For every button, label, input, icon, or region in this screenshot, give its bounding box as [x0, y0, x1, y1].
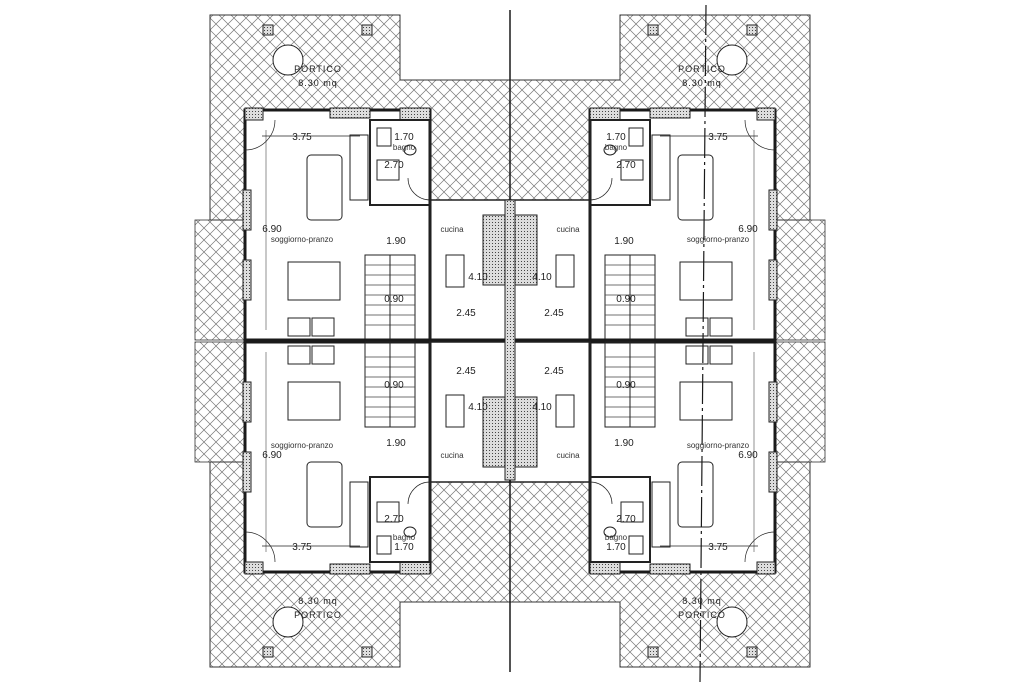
- top-right-kitchen-label: cucina: [556, 225, 580, 234]
- top-right-dim-bath-w-label: 1.70: [606, 132, 626, 143]
- bottom-left-dim-kitchen-h-label: 4.10: [468, 402, 488, 413]
- bottom-left-dim-bath-w-label: 1.70: [394, 542, 414, 553]
- top-right-dim-kitchen-w-label: 2.45: [544, 308, 564, 319]
- bottom-right-bath-label: bagno: [605, 533, 628, 542]
- bottom-left-kitchen-label: cucina: [440, 451, 464, 460]
- top-right-living-label: soggiorno-pranzo: [687, 235, 750, 244]
- top-right-portico-label: PORTICO: [678, 64, 726, 74]
- bottom-right-dim-kitchen-w-label: 2.45: [544, 366, 564, 377]
- top-left-kitchen-label: cucina: [440, 225, 464, 234]
- bottom-left-dim-width-label: 3.75: [292, 542, 312, 553]
- bottom-left-portico-label: PORTICO: [294, 610, 342, 620]
- bottom-left-dim-bath-h-label: 2.70: [384, 514, 404, 525]
- bottom-right-dim-width-label: 3.75: [708, 542, 728, 553]
- bottom-left-living-label: soggiorno-pranzo: [271, 441, 334, 450]
- top-left-portico-label: PORTICO: [294, 64, 342, 74]
- bottom-right-living-label: soggiorno-pranzo: [687, 441, 750, 450]
- top-left-living-label: soggiorno-pranzo: [271, 235, 334, 244]
- top-left-dim-bath-w-label: 1.70: [394, 132, 414, 143]
- top-left-dim-landing-label: 0.90: [384, 294, 404, 305]
- top-left-dim-kitchen-w-label: 2.45: [456, 308, 476, 319]
- top-right-dim-depth-label: 6.90: [738, 224, 758, 235]
- top-left-dim-kitchen-h-label: 4.10: [468, 272, 488, 283]
- top-right-dim-width-label: 3.75: [708, 132, 728, 143]
- section-line-right: [699, 4, 707, 682]
- top-right-bath-label: bagno: [605, 143, 628, 152]
- top-right-dim-bath-h-label: 2.70: [616, 160, 636, 171]
- top-right-dim-stair-label: 1.90: [614, 236, 634, 247]
- top-left-dim-stair-label: 1.90: [386, 236, 406, 247]
- bottom-left-dim-kitchen-w-label: 2.45: [456, 366, 476, 377]
- top-left-bath-label: bagno: [393, 143, 416, 152]
- bottom-left-dim-landing-label: 0.90: [384, 380, 404, 391]
- bottom-right-dim-landing-label: 0.90: [616, 380, 636, 391]
- top-left-dim-width-label: 3.75: [292, 132, 312, 143]
- bottom-right-dim-bath-w-label: 1.70: [606, 542, 626, 553]
- bottom-right-kitchen-label: cucina: [556, 451, 580, 460]
- bottom-right-portico-area-label: 8.30 mq: [682, 596, 722, 606]
- bottom-left-bath-label: bagno: [393, 533, 416, 542]
- bottom-left-portico-area-label: 8.30 mq: [298, 596, 338, 606]
- bottom-right-dim-bath-h-label: 2.70: [616, 514, 636, 525]
- bottom-right-dim-kitchen-h-label: 4.10: [532, 402, 552, 413]
- top-right-portico-area-label: 8.30 mq: [682, 78, 722, 88]
- bottom-left-dim-depth-label: 6.90: [262, 450, 282, 461]
- top-right-dim-kitchen-h-label: 4.10: [532, 272, 552, 283]
- bottom-left-dim-stair-label: 1.90: [386, 438, 406, 449]
- top-right-dim-landing-label: 0.90: [616, 294, 636, 305]
- bottom-right-portico-label: PORTICO: [678, 610, 726, 620]
- top-left-portico-area-label: 8.30 mq: [298, 78, 338, 88]
- top-left-dim-bath-h-label: 2.70: [384, 160, 404, 171]
- bottom-right-dim-stair-label: 1.90: [614, 438, 634, 449]
- bottom-right-dim-depth-label: 6.90: [738, 450, 758, 461]
- top-left-dim-depth-label: 6.90: [262, 224, 282, 235]
- central-wall: [504, 199, 516, 481]
